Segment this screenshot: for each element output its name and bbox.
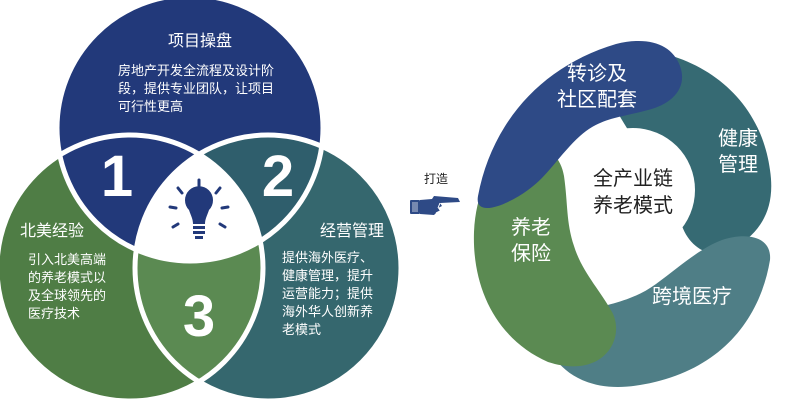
- right-desc-line-3: 运营能力；提供: [282, 286, 373, 302]
- pointing-hand-icon: [410, 196, 460, 215]
- segment-label-insurance-line-2: 保险: [511, 241, 551, 265]
- right-desc-line-1: 提供海外医疗、: [282, 250, 373, 266]
- left-desc-line-2: 的养老模式以: [28, 270, 106, 286]
- right-title: 经营管理: [320, 221, 384, 240]
- top-title: 项目操盘: [168, 31, 232, 50]
- venn-outline-right: [132, 132, 404, 403]
- arrow-label: 打造: [424, 172, 448, 186]
- segment-label-crossborder: 跨境医疗: [652, 284, 732, 308]
- cycle-segment-referral: [477, 40, 683, 209]
- segment-label-health-line-1: 健康: [718, 126, 758, 150]
- left-desc-line-4: 医疗技术: [28, 307, 80, 322]
- venn-outline-left: [0, 132, 266, 403]
- right-desc-line-4: 海外华人创新养: [282, 304, 373, 320]
- top-desc-line-2: 段，提供专业团队，让项目: [118, 81, 274, 97]
- right-desc-line-2: 健康管理，提升: [282, 268, 373, 284]
- cycle-center-line-1: 全产业链: [593, 166, 673, 190]
- segment-label-insurance-line-1: 养老: [511, 215, 551, 239]
- number-3: 3: [183, 284, 215, 349]
- left-title: 北美经验: [20, 221, 84, 240]
- cycle-diagram: [473, 40, 772, 388]
- number-2: 2: [262, 144, 294, 209]
- segment-label-health-line-2: 管理: [718, 152, 758, 176]
- left-desc-line-1: 引入北美高端: [28, 252, 106, 268]
- segment-label-referral-line-1: 转诊及: [567, 61, 627, 85]
- venn-outline-top: [54, 0, 326, 264]
- segment-label-referral-line-2: 社区配套: [557, 87, 637, 111]
- top-desc-line-1: 房地产开发全流程及设计阶: [118, 63, 274, 79]
- cycle-center: [571, 128, 695, 252]
- cycle-center-line-2: 养老模式: [593, 193, 673, 217]
- left-desc-line-3: 及全球领先的: [28, 288, 106, 304]
- cycle-segment-insurance: [473, 146, 617, 367]
- right-desc-line-5: 老模式: [282, 323, 321, 338]
- top-desc-line-3: 可行性更高: [118, 99, 183, 115]
- lightbulb-icon: [168, 178, 230, 239]
- number-1: 1: [101, 144, 133, 209]
